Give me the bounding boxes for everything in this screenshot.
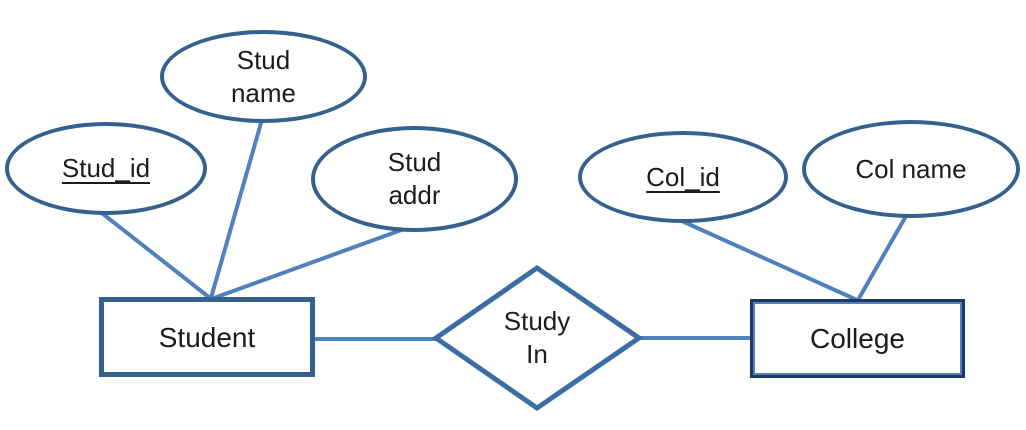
connector-col-id-college: [682, 220, 859, 302]
connector-col-name-college: [856, 214, 908, 302]
attribute-col-name: Col name: [802, 120, 1020, 218]
attribute-stud-name-line2: name: [230, 77, 297, 108]
relationship-study-in-label: Study In: [467, 301, 607, 375]
attribute-col-name-label: Col name: [855, 153, 967, 184]
attribute-stud-name-line1: Stud: [236, 44, 291, 75]
relationship-label-line2: In: [526, 339, 548, 369]
entity-student-label: Student: [158, 321, 256, 353]
attribute-stud-addr-line1: Stud: [387, 147, 442, 177]
entity-student: Student: [99, 297, 315, 377]
attribute-col-id: Col_id: [578, 131, 788, 223]
connector-stud-addr-student: [212, 227, 406, 300]
attribute-stud-id: Stud_id: [5, 122, 207, 215]
attribute-stud-addr-label: Stud addr: [388, 146, 442, 212]
attribute-stud-name-label: Stud name: [231, 44, 296, 110]
attribute-stud-addr: Stud addr: [311, 126, 518, 232]
connector-stud-id-student: [101, 212, 212, 300]
connector-stud-name-student: [209, 121, 263, 300]
attribute-col-id-label: Col_id: [646, 161, 720, 192]
relationship-diamond: [431, 264, 644, 412]
entity-college: College: [750, 299, 965, 378]
attribute-stud-name: Stud name: [160, 30, 367, 123]
entity-college-label: College: [810, 323, 905, 354]
attribute-stud-addr-line2: addr: [388, 180, 441, 210]
relationship-label-line1: Study: [503, 306, 571, 336]
attribute-stud-id-label: Stud_id: [61, 153, 151, 183]
